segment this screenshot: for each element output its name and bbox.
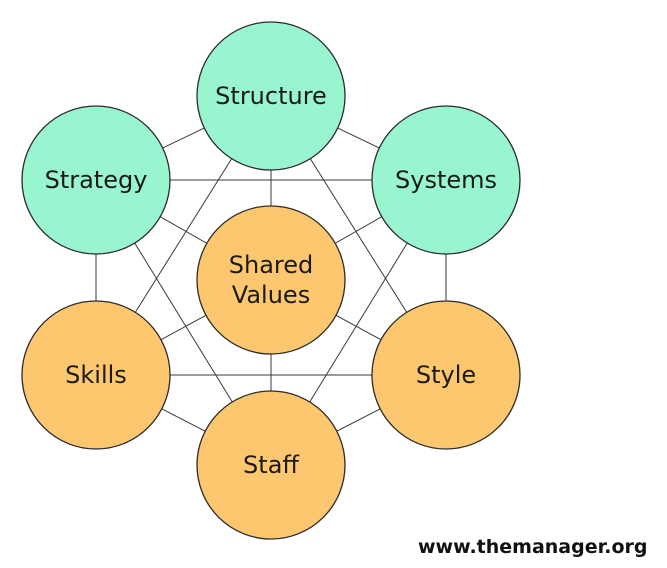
node-circle-skills bbox=[21, 300, 171, 450]
node-circle-structure bbox=[196, 21, 346, 171]
node-circle-strategy bbox=[21, 105, 171, 255]
node-strategy: Strategy bbox=[21, 105, 171, 255]
node-skills: Skills bbox=[21, 300, 171, 450]
node-label-shared-values-line-2: Values bbox=[232, 281, 310, 309]
node-label-systems: Systems bbox=[395, 166, 497, 194]
node-label-skills: Skills bbox=[65, 361, 127, 389]
node-style: Style bbox=[371, 300, 521, 450]
node-circle-staff bbox=[196, 390, 346, 540]
node-structure: Structure bbox=[196, 21, 346, 171]
node-staff: Staff bbox=[196, 390, 346, 540]
node-label-shared-values-line-1: Shared bbox=[229, 251, 314, 279]
node-circle-systems bbox=[371, 105, 521, 255]
node-systems: Systems bbox=[371, 105, 521, 255]
website-url: www.themanager.org bbox=[418, 536, 648, 558]
node-label-structure: Structure bbox=[215, 82, 327, 110]
node-label-style: Style bbox=[416, 361, 476, 389]
node-label-strategy: Strategy bbox=[45, 166, 148, 194]
node-circle-shared-values bbox=[196, 205, 346, 355]
node-circle-style bbox=[371, 300, 521, 450]
node-label-staff: Staff bbox=[243, 451, 299, 479]
